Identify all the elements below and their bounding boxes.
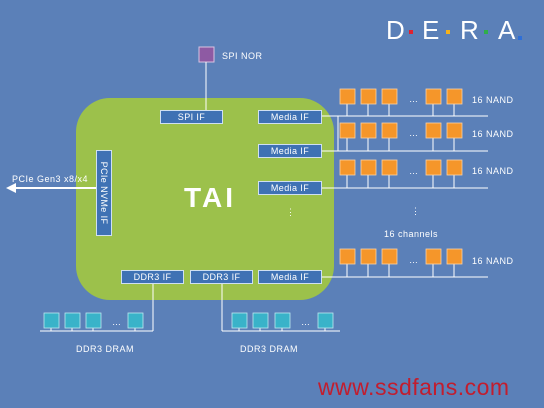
spi-nor-label: SPI NOR — [222, 51, 263, 61]
logo-letter-d: D — [386, 15, 405, 45]
nand-ellipsis-3: … — [409, 166, 418, 176]
controller-name: TAI — [184, 182, 237, 213]
logo-dot-blue — [518, 36, 522, 40]
logo-letter-r: R — [460, 15, 479, 45]
ddr3-if-box-right: DDR3 IF — [190, 270, 253, 284]
spi-nor-chip — [198, 46, 215, 63]
channels-ellipsis: ⋮ — [411, 206, 420, 216]
nand-chip — [381, 159, 398, 176]
host-link-label: PCIe Gen3 x8/x4 — [12, 174, 89, 184]
spi-if-box: SPI IF — [160, 110, 223, 124]
nand-ellipsis-4: … — [409, 255, 418, 265]
media-if-box-3: Media IF — [258, 181, 322, 195]
nand-row-label-1: 16 NAND — [472, 95, 514, 105]
nand-chip — [360, 248, 377, 265]
media-if-box-2: Media IF — [258, 144, 322, 158]
nand-row-label-4: 16 NAND — [472, 256, 514, 266]
nand-chip — [446, 248, 463, 265]
dram-chip — [85, 312, 102, 329]
nand-chip — [360, 122, 377, 139]
dram-label-left: DDR3 DRAM — [76, 344, 135, 354]
ddr3-if-box-left: DDR3 IF — [121, 270, 184, 284]
dram-chip — [43, 312, 60, 329]
dram-chip — [274, 312, 291, 329]
dram-chip — [252, 312, 269, 329]
pcie-nvme-if-box: PCIe NVMe IF — [96, 150, 112, 236]
logo-dot-green — [484, 30, 488, 34]
nand-chip — [446, 122, 463, 139]
nand-ellipsis-2: … — [409, 128, 418, 138]
channels-label: 16 channels — [384, 229, 439, 239]
nand-chip — [425, 159, 442, 176]
logo-letter-a: A — [498, 15, 516, 45]
dram-chip-groups — [43, 312, 334, 331]
nand-chip — [381, 122, 398, 139]
nand-chip — [339, 159, 356, 176]
media-if-box-4: Media IF — [258, 270, 322, 284]
nand-chip — [360, 159, 377, 176]
logo-letter-e: E — [422, 15, 440, 45]
nand-chip — [425, 88, 442, 105]
nand-chip — [425, 122, 442, 139]
media-if-box-1: Media IF — [258, 110, 322, 124]
nand-chip-rows — [339, 88, 463, 277]
nand-row-label-2: 16 NAND — [472, 129, 514, 139]
pcie-nvme-if-label: PCIe NVMe IF — [99, 161, 109, 225]
media-if-ellipsis: ⋮ — [286, 207, 295, 217]
nand-chip — [339, 88, 356, 105]
media-if-lines — [322, 115, 488, 278]
dram-ellipsis-left: … — [112, 317, 121, 327]
nand-chip — [446, 159, 463, 176]
dram-chip — [231, 312, 248, 329]
nand-chip — [381, 248, 398, 265]
nand-chip — [446, 88, 463, 105]
nand-chip — [425, 248, 442, 265]
dram-ellipsis-right: … — [301, 317, 310, 327]
dram-bus-lines — [40, 283, 340, 332]
dram-chip — [64, 312, 81, 329]
logo-dot-red — [409, 30, 413, 34]
nand-chip — [381, 88, 398, 105]
watermark: www.ssdfans.com — [318, 374, 510, 400]
dram-label-right: DDR3 DRAM — [240, 344, 299, 354]
nand-chip — [360, 88, 377, 105]
nand-chip — [339, 122, 356, 139]
logo-dot-yellow — [446, 30, 450, 34]
dram-chip — [127, 312, 144, 329]
host-arrow-head — [6, 183, 16, 193]
nand-row-label-3: 16 NAND — [472, 166, 514, 176]
dram-chip — [317, 312, 334, 329]
nand-ellipsis-1: … — [409, 94, 418, 104]
nand-chip — [339, 248, 356, 265]
